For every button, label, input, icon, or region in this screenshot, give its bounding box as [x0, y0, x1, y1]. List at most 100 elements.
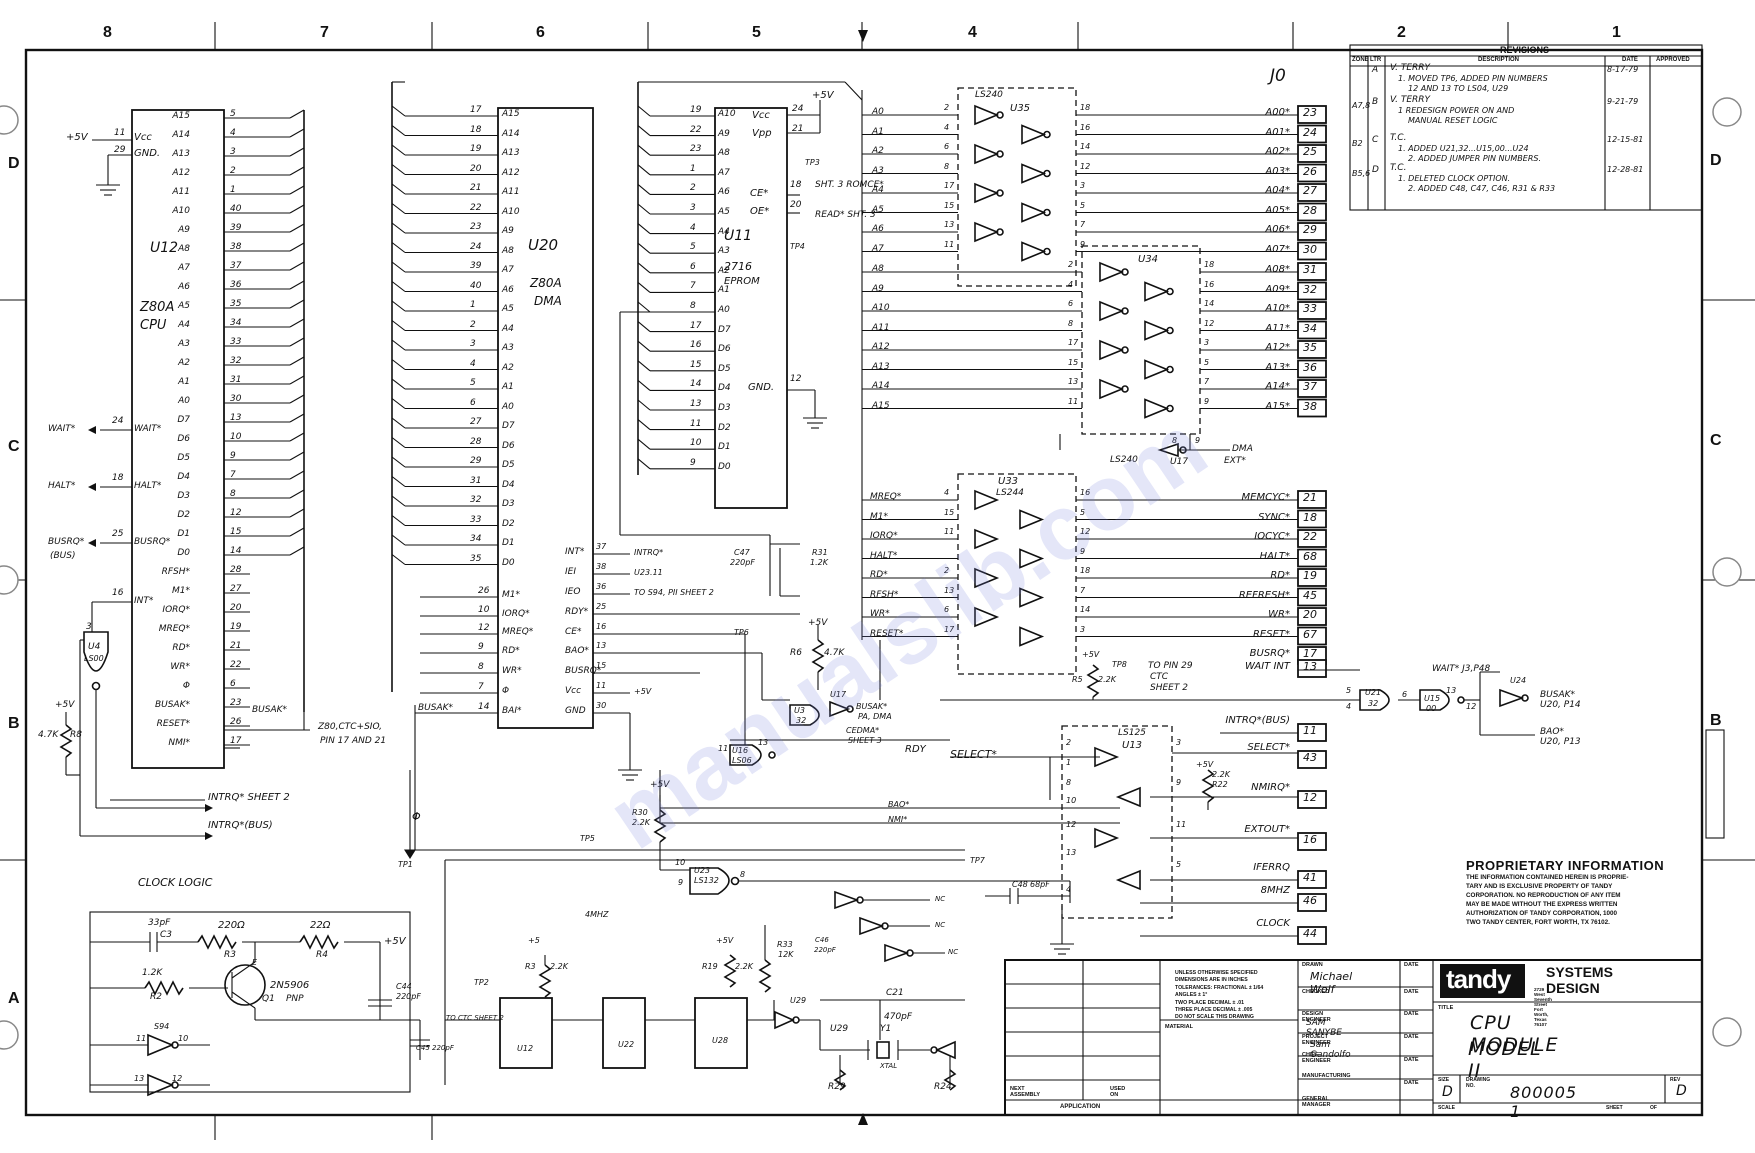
u12-pin-signal: M1*	[172, 586, 190, 596]
u11-pin-number: 19	[690, 105, 702, 115]
u34-output-signal: A13*	[1265, 361, 1290, 373]
clock-pin: 13	[134, 1074, 145, 1083]
r8-name: R8	[70, 730, 82, 740]
nc-label: NC	[935, 921, 946, 929]
u16-type: LS06	[732, 756, 752, 765]
c3-value: 33pF	[148, 918, 171, 928]
edge-connector-box	[1297, 607, 1327, 626]
u11-pin-signal: D5	[718, 363, 731, 374]
cedma-label: SHEET 3	[848, 736, 882, 745]
u34-input-signal: A11	[872, 322, 890, 333]
zone-top-6: 6	[536, 24, 545, 41]
u12-pin-number: 37	[230, 261, 242, 271]
u34-output-pin: 12	[1204, 318, 1215, 328]
r6-value: 4.7K	[824, 648, 845, 658]
zone-top-7: 7	[320, 24, 329, 41]
waitint-note: CTC	[1150, 672, 1169, 682]
u20-ctrl-signal: MREQ*	[502, 627, 534, 637]
connector-pin: 20	[1303, 608, 1317, 621]
u11-pin-number: 4	[690, 222, 696, 233]
u20-bus-diag	[391, 554, 406, 565]
r3b-name: R3	[525, 962, 536, 971]
connector-pin: 24	[1303, 125, 1317, 139]
revision-date: 12-28-81	[1607, 165, 1644, 174]
u13-buffer-triangle	[1094, 827, 1120, 849]
u12-left-pin-label: HALT*	[134, 481, 162, 491]
u11-bus-diag	[637, 183, 651, 195]
u35-buffer-bubble	[996, 189, 1004, 197]
u34-buffer-triangle	[1144, 320, 1170, 341]
u34-type: LS240	[1110, 455, 1138, 465]
u16-name: U16	[732, 746, 749, 755]
connector-pin: 33	[1303, 302, 1317, 315]
u33-input-pin: 15	[944, 507, 955, 517]
u20-pin-signal: A3	[502, 343, 514, 353]
select-label: SELECT*	[950, 748, 997, 761]
u12-pin-number: 17	[230, 736, 242, 746]
revision-description: MANUAL RESET LOGIC	[1408, 116, 1498, 125]
edge-connector-box	[1297, 379, 1327, 398]
zone-right-c: C	[1710, 432, 1722, 449]
u13-output-pin: 5	[1176, 860, 1182, 869]
u20-pin-number: 21	[470, 183, 482, 193]
u33-input-signal: WR*	[870, 609, 890, 619]
u20-busak-label: BUSAK*	[418, 703, 454, 713]
u34-output-pin: 5	[1204, 357, 1210, 367]
u17b-note: PA, DMA	[858, 712, 892, 721]
u12-left-pin-label: INT*	[134, 596, 154, 606]
u20-right-signal: Vcc	[565, 686, 582, 696]
u34-input-signal: A12	[872, 342, 890, 352]
u35-buffer-bubble	[1043, 130, 1051, 139]
u12-external-signal: WAIT*	[48, 424, 76, 434]
connector-pin: 46	[1303, 894, 1317, 907]
revision-header-ltr: LTR	[1370, 57, 1382, 63]
u20-bus-diag	[391, 495, 406, 507]
u12-pin-number: 20	[230, 603, 242, 613]
u20-ctrl-signal: Φ	[502, 686, 510, 696]
u13-buffer-triangle	[1115, 786, 1141, 808]
u34-output-pin: 3	[1204, 338, 1210, 347]
u20-pin-number: 32	[470, 495, 482, 505]
u20-pin-number: 28	[470, 436, 482, 447]
u34-buffers	[862, 261, 1298, 419]
u12-pin-signal: MREQ*	[158, 624, 190, 634]
u35-buffer-bubble	[1043, 169, 1051, 178]
u34-output-pin: 9	[1204, 396, 1210, 406]
c48-value: 68pF	[1030, 880, 1050, 889]
u20-bus-diag	[391, 339, 406, 351]
u20-pin-signal: D0	[502, 557, 515, 568]
u34-buffer-bubble	[1121, 346, 1129, 354]
edge-connector-box	[1297, 163, 1327, 183]
checked-label: CHECKED	[1302, 989, 1330, 995]
u35-output-signal: A06*	[1265, 224, 1290, 235]
u35-output-signal: A02*	[1265, 146, 1290, 157]
drawing-title-line1: CPU MODULE	[1470, 1012, 1559, 1056]
u3-type: 32	[796, 716, 807, 725]
u12-pin-signal: D0	[177, 548, 190, 558]
u12-pin-signal: A2	[178, 358, 190, 368]
u11-pin-signal: D7	[718, 324, 731, 335]
u20-bus-diag	[391, 281, 406, 292]
u34-buffer-bubble	[1166, 287, 1174, 296]
u12-bus-diag	[289, 185, 305, 195]
u12-pin-signal: D1	[177, 529, 190, 539]
u34-input-pin: 8	[1068, 318, 1074, 328]
drawing-number: 800005 1	[1510, 1083, 1578, 1121]
u34-buffer-triangle	[1099, 300, 1125, 322]
r19-power: +5V	[716, 936, 734, 945]
u20-bus-diag	[391, 515, 406, 526]
connector-pin: 67	[1303, 627, 1317, 641]
u11-gnd-pin: 12	[790, 374, 802, 384]
u12-pin-signal: A4	[178, 320, 190, 330]
connector-pin: 31	[1303, 263, 1317, 276]
zone-right-d: D	[1710, 152, 1722, 169]
edge-connector-box	[1297, 281, 1327, 301]
u34-buffer-bubble	[1121, 268, 1129, 276]
u12-pin-signal: RESET*	[156, 719, 190, 729]
u12-bus-diag	[289, 109, 305, 119]
u12-type: Z80A	[140, 300, 175, 315]
right-signal-label: INTRQ*(BUS)	[1225, 715, 1290, 726]
u12-pin-number: 13	[230, 413, 242, 423]
zone-right-b: B	[1710, 712, 1722, 729]
u20-pin-signal: D5	[502, 460, 515, 470]
